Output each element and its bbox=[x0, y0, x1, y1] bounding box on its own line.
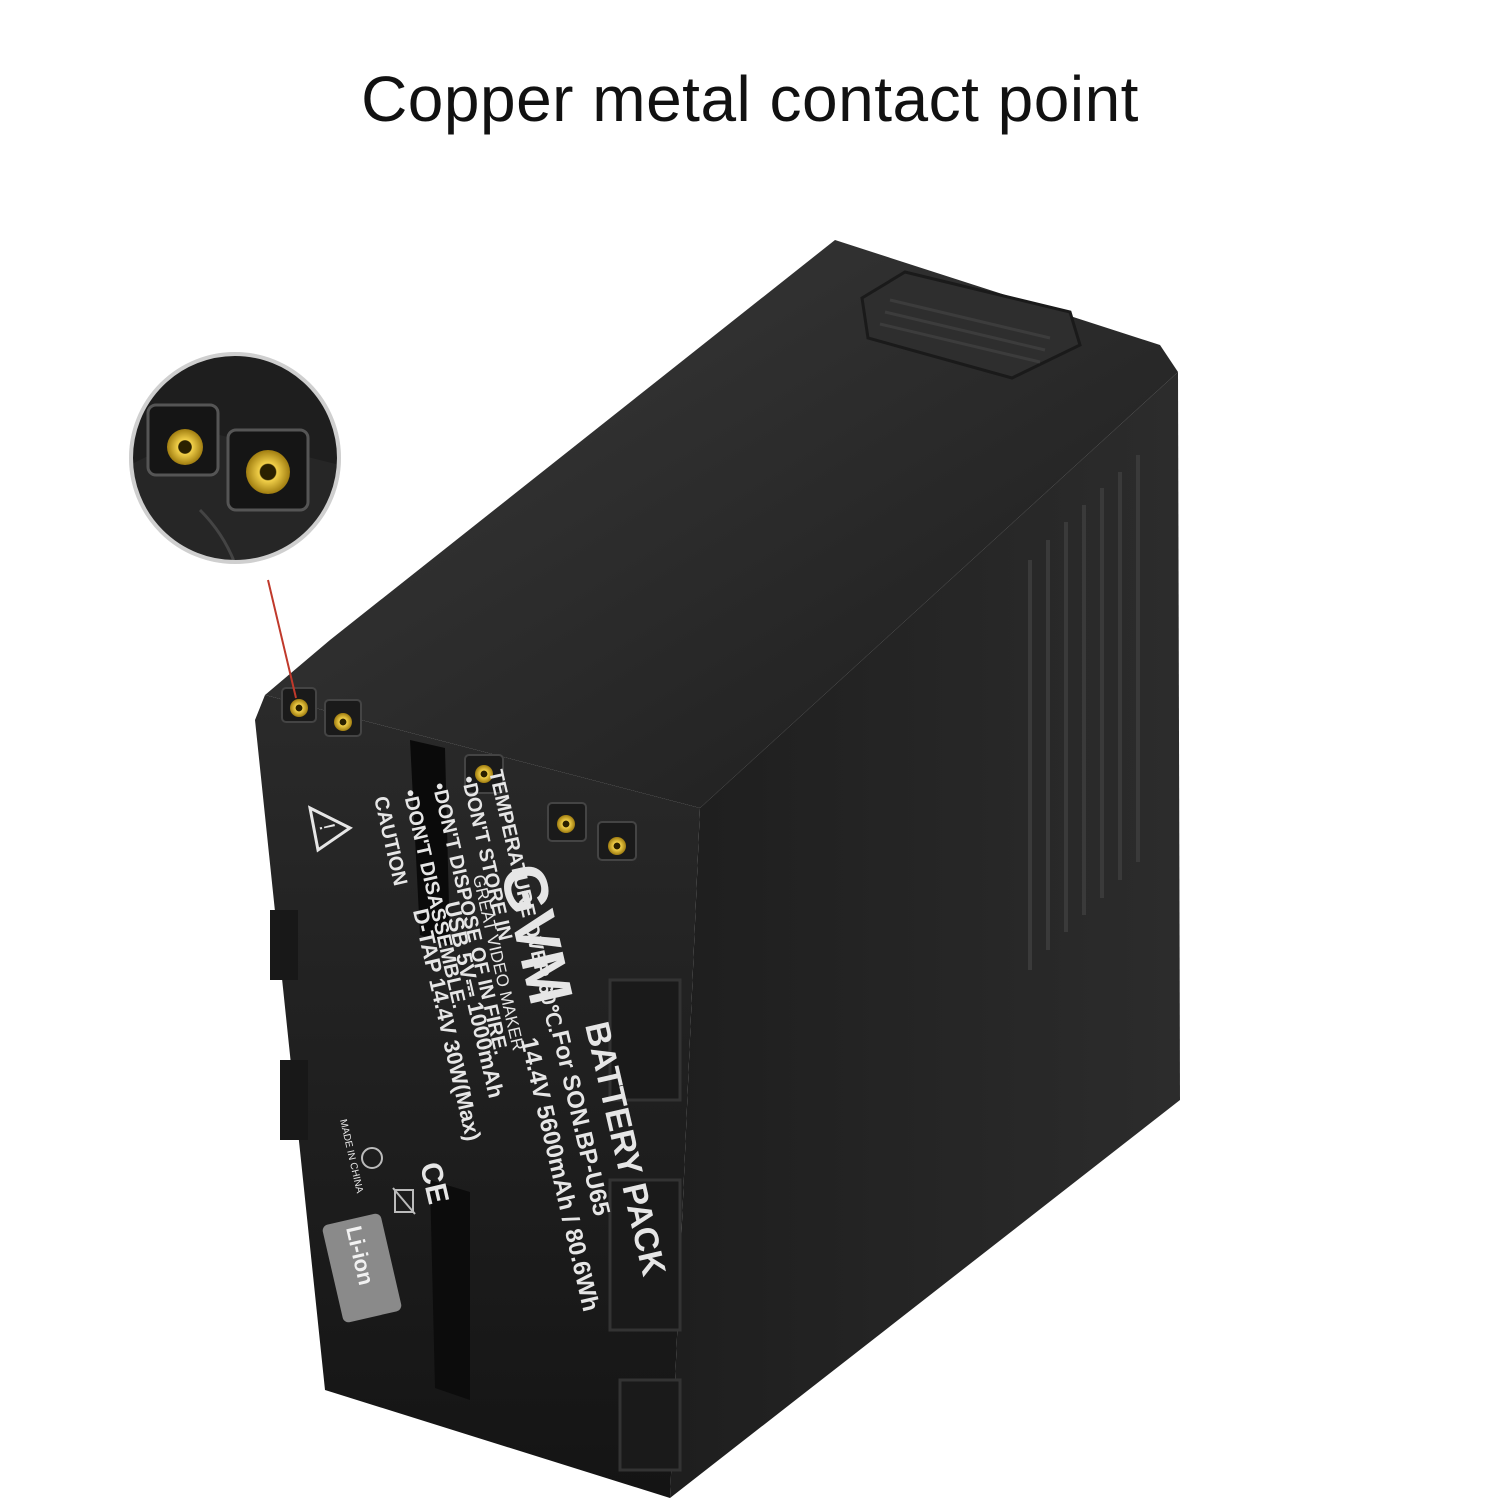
contact-point bbox=[464, 754, 504, 794]
li-ion-badge: Li-ion bbox=[322, 1213, 402, 1323]
battery-top-face bbox=[265, 240, 1178, 808]
contact-point bbox=[547, 802, 587, 842]
battery-side-face bbox=[670, 372, 1180, 1498]
recycle-icon bbox=[361, 1147, 383, 1169]
contact-point bbox=[597, 821, 637, 861]
bin-icon bbox=[392, 1187, 416, 1215]
callout-line bbox=[267, 579, 297, 699]
warning-icon: ! bbox=[307, 805, 353, 853]
latch-grip bbox=[860, 270, 1082, 380]
contact-point bbox=[324, 699, 362, 737]
contact-point bbox=[281, 687, 317, 723]
side-ribs bbox=[1028, 455, 1140, 970]
contact-terminals bbox=[281, 687, 637, 861]
center-slot bbox=[410, 740, 450, 945]
page-title: Copper metal contact point bbox=[361, 63, 1139, 135]
zoom-inset bbox=[129, 352, 341, 564]
svg-text:!: ! bbox=[314, 821, 340, 833]
